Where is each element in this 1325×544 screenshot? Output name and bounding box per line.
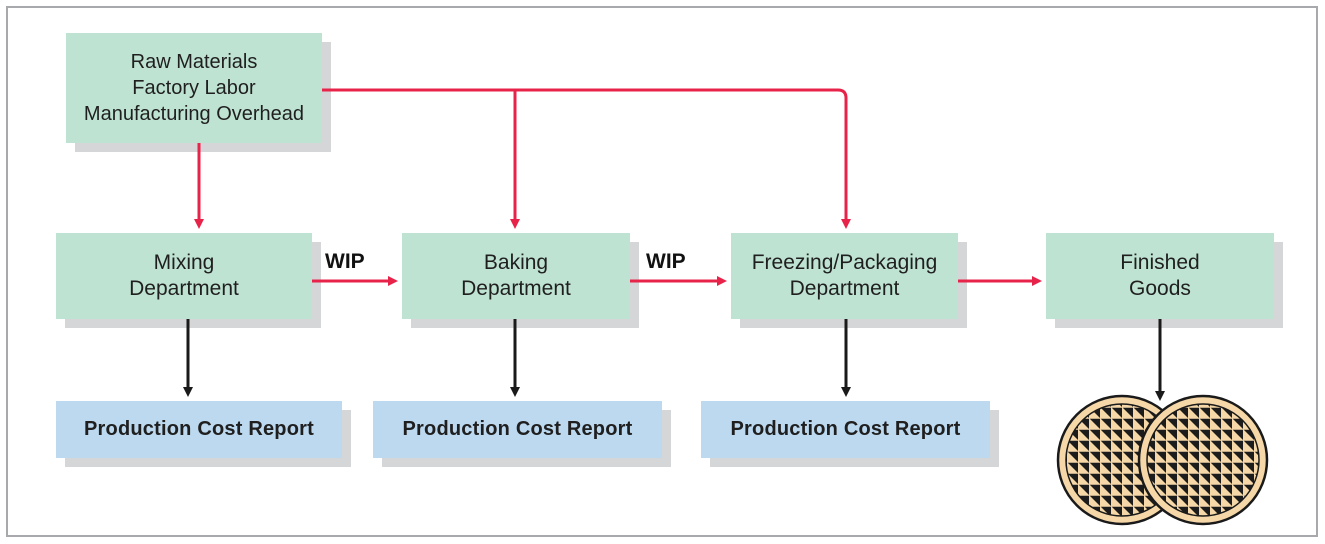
baking-department-box: Baking Department [402, 233, 630, 319]
arrow-inputs-feed-line [322, 88, 851, 229]
mixing-report-label: Production Cost Report [84, 418, 314, 440]
baking-report-label: Production Cost Report [402, 418, 633, 440]
freezing-packaging-production-cost-report: Production Cost Report [701, 401, 990, 458]
freezing-packaging-department-line1: Freezing/Packaging [751, 251, 938, 274]
baking-department-line2: Department [461, 277, 571, 300]
raw-materials-label: Raw Materials [130, 51, 258, 73]
freezing-packaging-department-line2: Department [789, 277, 900, 300]
cost-inputs-box: Raw Materials Factory Labor Manufacturin… [66, 33, 322, 143]
freezing-packaging-report-label: Production Cost Report [730, 418, 961, 440]
mixing-department-line2: Department [129, 277, 239, 300]
baking-department-line1: Baking [483, 251, 549, 274]
mixing-production-cost-report: Production Cost Report [56, 401, 342, 458]
factory-labor-label: Factory Labor [132, 77, 256, 99]
baking-production-cost-report: Production Cost Report [373, 401, 662, 458]
mixing-department-line1: Mixing [153, 251, 215, 274]
mixing-department-box: Mixing Department [56, 233, 312, 319]
manufacturing-overhead-label: Manufacturing Overhead [83, 103, 305, 125]
freezing-packaging-department-box: Freezing/Packaging Department [731, 233, 958, 319]
finished-goods-box: Finished Goods [1046, 233, 1274, 319]
waffle-icon [1056, 394, 1269, 526]
wip-label-baking-to-freezing: WIP [646, 250, 686, 273]
finished-goods-line1: Finished [1120, 251, 1200, 274]
wip-label-mixing-to-baking: WIP [325, 250, 365, 273]
finished-goods-line2: Goods [1129, 277, 1191, 300]
